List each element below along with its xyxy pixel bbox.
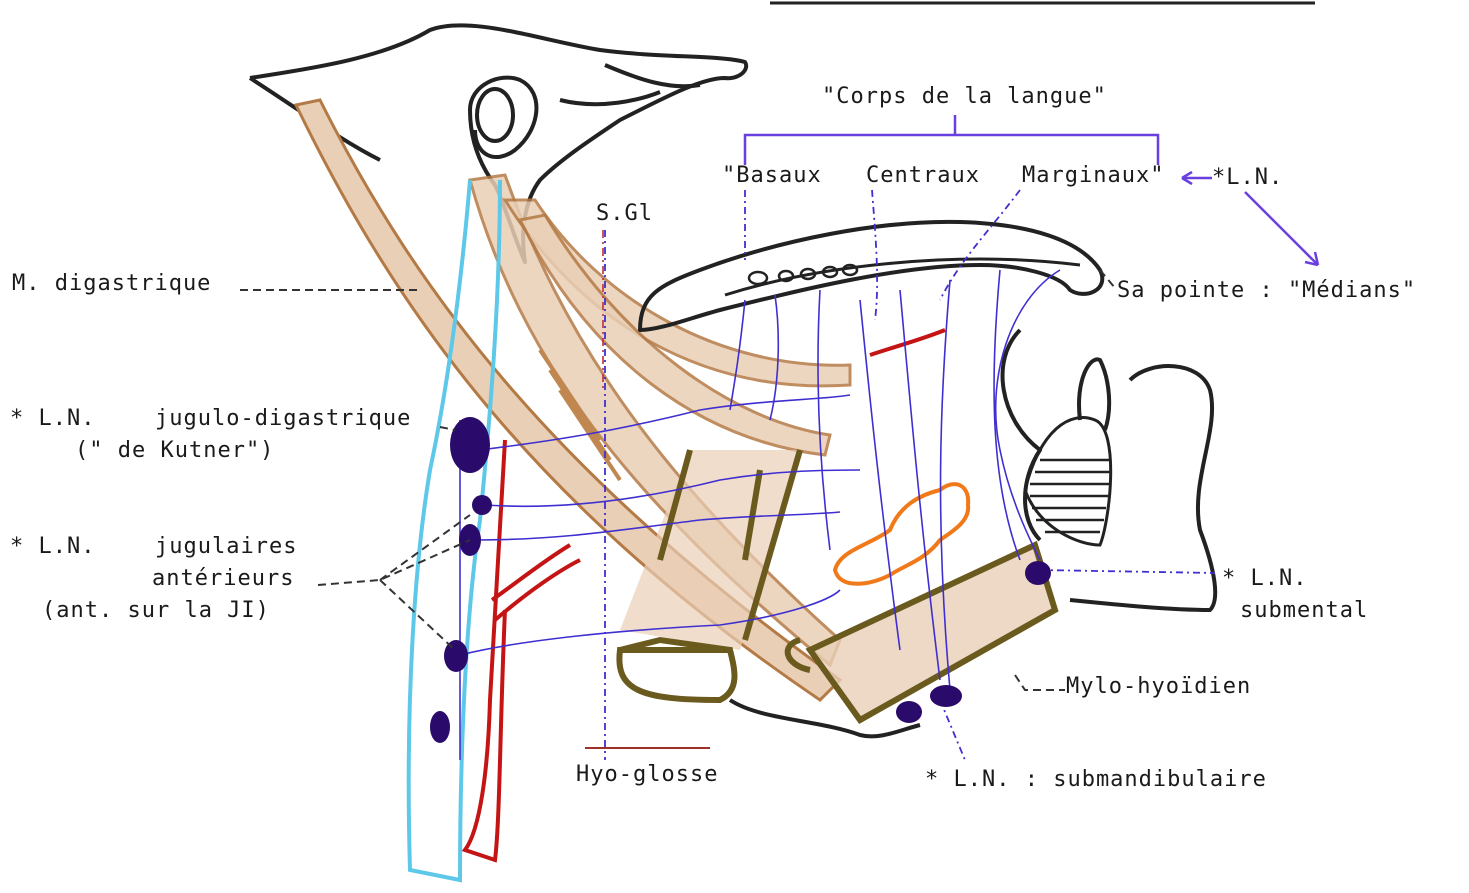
label-submental-ln: * L.N. — [1222, 566, 1307, 591]
incisor-hatching — [1030, 460, 1110, 532]
label-ja-line3: (ant. sur la JI) — [42, 598, 270, 623]
foramen-outline — [477, 89, 513, 141]
label-mylo: Mylo-hyoïdien — [1066, 674, 1251, 699]
label-ja-ln: * L.N. — [10, 534, 95, 559]
submental-node — [1025, 561, 1051, 585]
label-corps: "Corps de la langue" — [822, 84, 1107, 109]
kutner-leader — [440, 427, 455, 430]
label-ln-top: *L.N. — [1212, 165, 1283, 190]
label-submand: * L.N. : submandibulaire — [925, 767, 1267, 792]
submandibular-node-1 — [896, 701, 922, 723]
label-submental: submental — [1240, 598, 1368, 623]
submandibular-node-2 — [930, 685, 962, 707]
label-ja-line1: jugulaires — [155, 534, 297, 559]
label-sgl: S.Gl — [596, 201, 653, 226]
tongue-body-outline — [640, 222, 1102, 330]
label-jd-name: jugulo-digastrique — [155, 406, 411, 431]
mylo-leader — [1015, 675, 1065, 690]
label-digastrique: M. digastrique — [12, 271, 211, 296]
jugular-node-4 — [430, 711, 450, 743]
label-hyo: Hyo-glosse — [576, 762, 718, 787]
jugular-node-3 — [444, 640, 468, 672]
label-jd-kutner: (" de Kutner") — [75, 438, 274, 463]
sublingual-gland — [835, 484, 968, 584]
digastric-muscle — [296, 100, 850, 700]
jugular-node-1 — [472, 495, 492, 515]
jugulo-digastric-node — [450, 417, 490, 473]
label-centraux: Centraux — [866, 163, 980, 188]
label-basaux: "Basaux — [722, 163, 822, 188]
jugulaires-leader — [318, 515, 470, 650]
label-ja-line2: antérieurs — [152, 566, 294, 591]
corps-bracket — [745, 115, 1318, 265]
incisor-hatched — [1025, 418, 1111, 545]
label-marginaux: Marginaux" — [1022, 163, 1164, 188]
label-sa-pointe: Sa pointe : "Médians" — [1117, 278, 1416, 303]
label-jd-ln: * L.N. — [10, 406, 95, 431]
